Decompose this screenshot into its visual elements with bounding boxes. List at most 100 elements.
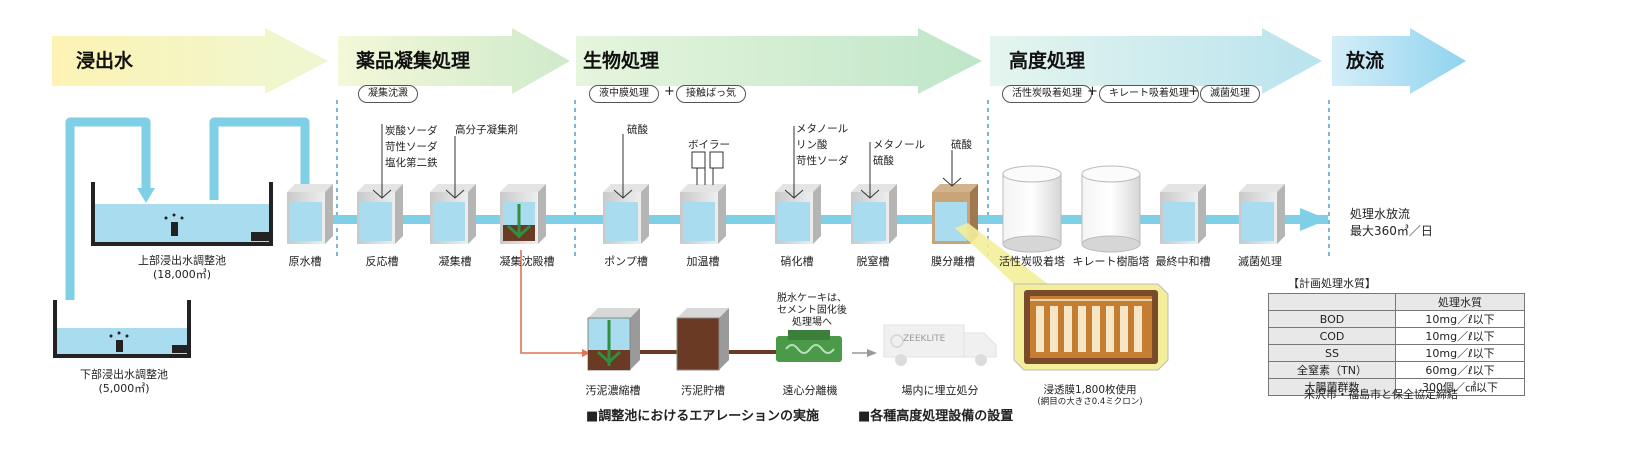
discharge-line2: 最大360㎥／日 xyxy=(1350,224,1433,238)
stage-arrows xyxy=(52,28,1466,94)
stage-label-advanced: 高度処理 xyxy=(1009,50,1086,72)
quality-table-footnote: 米沢市・福島市と保全協定締結 xyxy=(1304,388,1458,401)
to-landfill-arrow xyxy=(867,349,877,357)
advanced-note: ■各種高度処理設備の設置 xyxy=(858,409,1014,424)
cake-note-line: 脱水ケーキは、 xyxy=(777,293,847,304)
tank-label: 凝集槽 xyxy=(438,255,472,268)
stage-label-biological: 生物処理 xyxy=(583,50,660,72)
pipe-arrow-1 xyxy=(137,188,155,203)
upper-pond xyxy=(91,182,273,246)
treatment-tank xyxy=(775,184,821,244)
plus-sign: + xyxy=(1188,84,1199,99)
upper-pond-name: 上部浸出水調整池 xyxy=(138,254,226,267)
chemical-label: ボイラー xyxy=(688,139,730,151)
tank-label: 膜分離槽 xyxy=(931,255,975,268)
upper-pond-capacity: (18,000㎥) xyxy=(152,268,212,281)
chemical-label: 高分子凝集剤 xyxy=(455,124,518,136)
centrifuge-label: 遠心分離機 xyxy=(782,384,838,397)
stage-arrow-chemical xyxy=(338,28,570,94)
table-cell-value: 10mg／ℓ以下 xyxy=(1395,344,1525,362)
sludge-thickener-label: 汚泥濃縮槽 xyxy=(585,384,641,397)
plus-sign: + xyxy=(664,84,675,99)
sludge-storage-tank xyxy=(676,308,729,371)
sludge-thickener xyxy=(587,308,640,371)
table-cell-item: COD xyxy=(1268,327,1396,345)
table-cell-value: 300個／㎤以下 xyxy=(1395,378,1525,396)
truck-icon xyxy=(883,324,997,366)
tag-sterilization: 滅菌処理 xyxy=(1200,85,1260,103)
tag-contact-aeration: 接触ばっ気 xyxy=(676,85,746,103)
tank-label: 脱窒槽 xyxy=(856,255,890,268)
stage-arrow-biological xyxy=(576,28,982,94)
table-cell-item: 大腸菌群数 xyxy=(1268,378,1396,396)
boiler-box-right xyxy=(709,151,724,169)
cake-note: 脱水ケーキは、 セメント固化後 処理場へ xyxy=(777,293,847,329)
membrane-zoom xyxy=(955,223,1169,371)
treatment-tank xyxy=(680,184,726,244)
table-header-quality: 処理水質 xyxy=(1395,293,1525,311)
table-cell-item: 全窒素（TN） xyxy=(1268,361,1396,379)
aeration-note: ■調整池におけるエアレーションの実施 xyxy=(586,409,820,424)
membrane-separation-tank xyxy=(932,184,978,244)
table-row: 全窒素（TN） 60mg／ℓ以下 xyxy=(1268,361,1525,379)
chemical-label: メタノール xyxy=(873,139,926,151)
plus-sign: + xyxy=(1087,84,1098,99)
table-header-row: 処理水質 xyxy=(1268,293,1525,311)
tag-submerged-membrane: 液中膜処理 xyxy=(589,85,659,103)
pond-pipes xyxy=(65,117,310,300)
cake-note-line: 処理場へ xyxy=(792,317,832,328)
tank-label: 原水槽 xyxy=(288,255,322,268)
discharge-arrow xyxy=(1300,208,1328,231)
lower-pond-name: 下部浸出水調整池 xyxy=(80,368,168,381)
tag-coagulation: 凝集沈澱 xyxy=(358,85,418,103)
stage-label-discharge: 放流 xyxy=(1346,50,1385,72)
table-cell-item: BOD xyxy=(1268,310,1396,328)
chelate-resin-tower xyxy=(1081,165,1141,253)
treatment-tank xyxy=(430,184,476,244)
tag-activated-carbon: 活性炭吸着処理 xyxy=(1002,85,1092,103)
quality-table: 処理水質 BOD 10mg／ℓ以下 COD 10mg／ℓ以下 SS 10mg／ℓ… xyxy=(1268,293,1525,396)
tank-label: 最終中和槽 xyxy=(1155,255,1211,268)
table-row: BOD 10mg／ℓ以下 xyxy=(1268,310,1525,328)
treatment-tank xyxy=(287,184,333,244)
table-cell-item: SS xyxy=(1268,344,1396,362)
tank-label: キレート樹脂塔 xyxy=(1072,255,1150,268)
chemical-label: 硫酸 xyxy=(627,124,648,136)
treatment-tank xyxy=(1239,184,1285,244)
truck-brand: ZEEKLITE xyxy=(903,334,946,344)
tank-label: 滅菌処理 xyxy=(1238,255,1282,268)
boiler-box-left xyxy=(691,151,706,169)
stage-label-leachate: 浸出水 xyxy=(76,50,134,72)
tank-label: 凝集沈殿槽 xyxy=(499,255,555,268)
tank-group xyxy=(287,184,1285,244)
quality-table-title: 【計画処理水質】 xyxy=(1288,277,1376,290)
stage-arrow-discharge xyxy=(1332,28,1466,94)
chemical-label: 苛性ソーダ xyxy=(796,155,849,167)
treatment-tank xyxy=(500,184,546,244)
cake-note-line: セメント固化後 xyxy=(777,305,847,316)
table-cell-value: 10mg／ℓ以下 xyxy=(1395,310,1525,328)
table-cell-value: 10mg／ℓ以下 xyxy=(1395,327,1525,345)
chemical-label: 炭酸ソーダ xyxy=(385,125,438,137)
tank-label: ポンプ槽 xyxy=(604,255,648,268)
treatment-tank xyxy=(1160,184,1206,244)
discharge-line1: 処理水放流 xyxy=(1350,207,1411,221)
chemical-label: 硫酸 xyxy=(873,155,894,167)
centrifuge-machine xyxy=(776,330,842,362)
tank-label: 加温槽 xyxy=(686,255,720,268)
membrane-detail-line2: (網目の大きさ0.4ミクロン) xyxy=(1037,397,1143,407)
chemical-label: 苛性ソーダ xyxy=(385,141,438,153)
chemical-label: 塩化第二鉄 xyxy=(385,157,438,169)
table-row: COD 10mg／ℓ以下 xyxy=(1268,327,1525,345)
treatment-tank xyxy=(851,184,897,244)
membrane-detail-line1: 浸透膜1,800枚使用 xyxy=(1043,384,1137,396)
chemical-label: メタノール xyxy=(796,123,849,135)
tank-label: 硝化槽 xyxy=(780,255,814,268)
table-row: 大腸菌群数 300個／㎤以下 xyxy=(1268,378,1525,396)
treatment-tank xyxy=(603,184,649,244)
treatment-tank xyxy=(357,184,403,244)
tank-label: 反応槽 xyxy=(365,255,399,268)
tag-chelate: キレート吸着処理 xyxy=(1099,85,1199,103)
landfill-label: 場内に埋立処分 xyxy=(901,384,979,397)
